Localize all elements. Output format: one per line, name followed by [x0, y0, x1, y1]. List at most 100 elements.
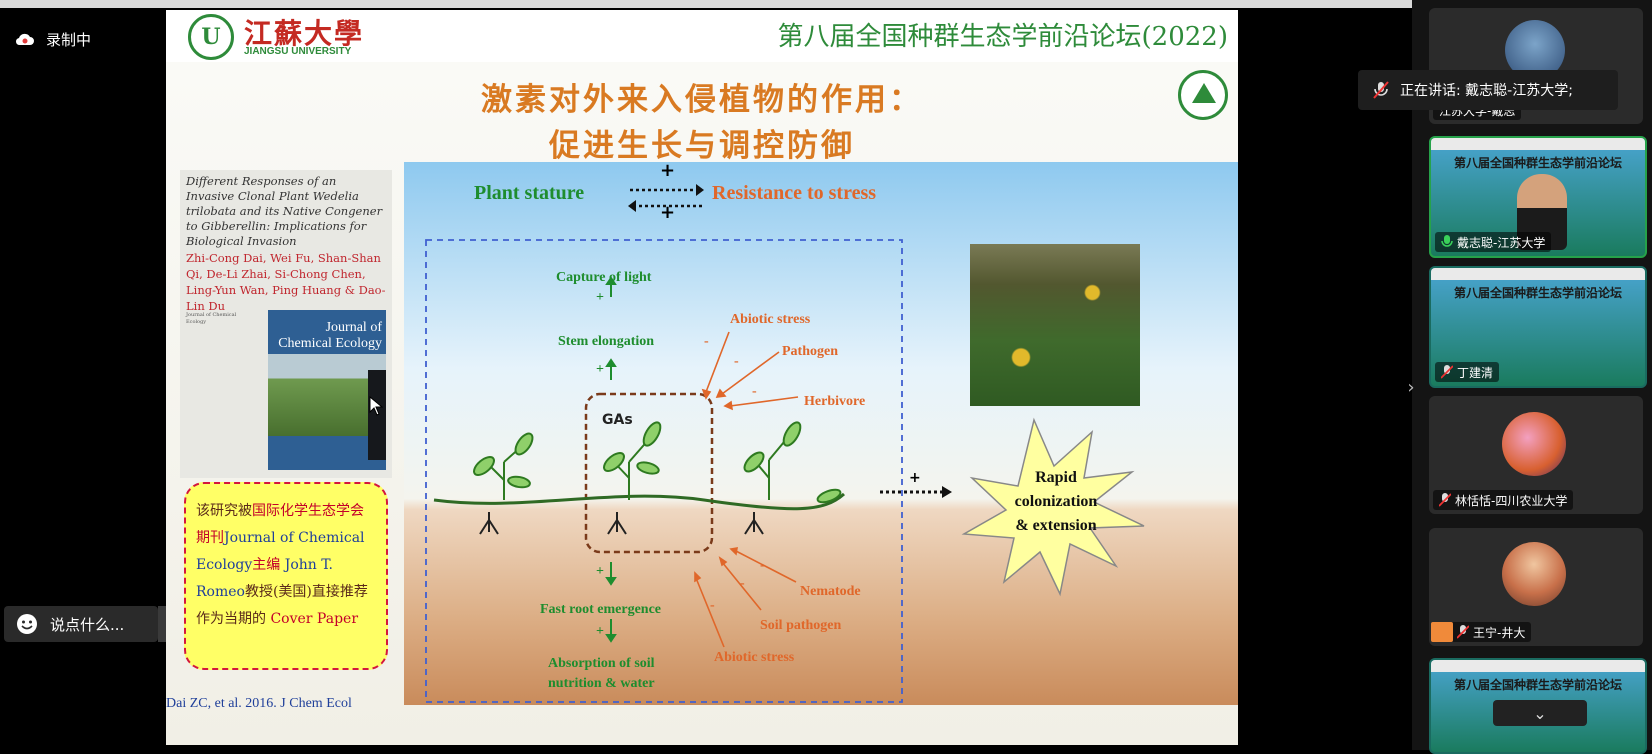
gibberellin-diagram: Plant stature Resistance to stress + + [404, 162, 1238, 705]
journal-cover: Journal of Chemical Ecology [268, 310, 386, 470]
minus-2: - [734, 354, 739, 369]
plus-top: + [660, 162, 676, 181]
tile-title: 第八届全国种群生态学前沿论坛 [1453, 286, 1622, 300]
name-bar: 丁建清 [1435, 362, 1500, 382]
participant-name: 王宁-井大 [1473, 625, 1526, 640]
recording-indicator[interactable]: 录制中 [14, 28, 91, 50]
tile-title: 第八届全国种群生态学前沿论坛 [1453, 156, 1622, 170]
minus-1: - [704, 334, 709, 349]
slide-headline-1: 激素对外来入侵植物的作用： [481, 82, 923, 118]
minus-4: - [760, 558, 765, 573]
plus-colonization: + [909, 470, 921, 486]
field-photo [970, 244, 1140, 406]
note-text-4: 主编 [252, 557, 281, 573]
rapid-line-3: & extension [1015, 517, 1097, 534]
forum-title: 第八届全国种群生态学前沿论坛(2022) [777, 22, 1228, 52]
plus-absorption: + [596, 624, 604, 639]
tile-header [1431, 138, 1645, 150]
plus-light: + [596, 290, 604, 305]
plus-root: + [596, 564, 604, 579]
paper-authors: Zhi-Cong Dai, Wei Fu, Shan-Shan Qi, De-L… [186, 251, 386, 313]
cloud-record-icon [15, 33, 34, 46]
speaking-label: 正在讲话: 戴志聪-江苏大学; [1400, 83, 1573, 99]
name-bar: 戴志聪-江苏大学 [1435, 232, 1552, 252]
minus-3: - [752, 384, 757, 399]
paper-title: Different Responses of an Invasive Clona… [186, 174, 383, 248]
avatar [1502, 542, 1566, 606]
tile-header [1431, 268, 1645, 280]
chevron-down-icon: ⌄ [1533, 703, 1547, 723]
university-name-en: JIANGSU UNIVERSITY [244, 46, 352, 57]
panel-toggle-button[interactable]: › [1403, 372, 1419, 402]
note-text-7: Cover Paper [270, 611, 359, 627]
slide-header: U 江蘇大學 JIANGSU UNIVERSITY 第八届全国种群生态学前沿论坛… [166, 10, 1238, 62]
nematode-label: Nematode [800, 584, 861, 599]
abiotic-stress-label-2: Abiotic stress [714, 650, 795, 665]
absorption-label-1: Absorption of soil [548, 656, 655, 671]
participant-name: 丁建清 [1457, 365, 1494, 380]
recording-label: 录制中 [46, 30, 92, 49]
plus-stem: + [596, 362, 604, 377]
resistance-label: Resistance to stress [712, 182, 877, 204]
forum-badge-icon [1178, 70, 1228, 120]
rapid-colonization-label: Rapid colonization & extension [966, 466, 1146, 538]
plant-stature-label: Plant stature [474, 182, 585, 204]
mic-muted-icon [1441, 365, 1453, 379]
participant-tile-4[interactable]: 王宁-井大 [1429, 528, 1643, 646]
mic-active-icon [1441, 235, 1453, 247]
participant-tile-3[interactable]: 林恬恬-四川农业大学 [1429, 396, 1643, 514]
mic-muted-icon [1373, 81, 1389, 99]
gas-label: GAs [602, 412, 633, 428]
plus-bottom: + [660, 202, 676, 223]
paper-thumbnail: Different Responses of an Invasive Clona… [180, 170, 392, 478]
note-text-1: 该研究被 [196, 503, 252, 519]
participant-tile-1[interactable]: 第八届全国种群生态学前沿论坛 戴志聪-江苏大学 [1429, 136, 1647, 258]
scroll-down-button[interactable]: ⌄ [1493, 700, 1587, 726]
chat-input[interactable]: 说点什么... [4, 606, 158, 642]
shared-slide: U 江蘇大學 JIANGSU UNIVERSITY 第八届全国种群生态学前沿论坛… [166, 10, 1238, 745]
soil-pathogen-label: Soil pathogen [760, 618, 842, 633]
double-arrow-icon [628, 184, 704, 212]
stem-elongation-label: Stem elongation [558, 334, 655, 349]
mic-muted-icon [1457, 625, 1469, 639]
participant-name: 林恬恬-四川农业大学 [1455, 493, 1568, 508]
mic-muted-icon [1439, 493, 1451, 507]
slide-headline-2: 促进生长与调控防御 [549, 128, 855, 164]
minus-5: - [740, 576, 745, 591]
note-text-6: 教授(美国)直接推荐作为当期的 [196, 584, 368, 627]
abiotic-stress-label: Abiotic stress [730, 312, 811, 327]
speaking-indicator: 正在讲话: 戴志聪-江苏大学; [1358, 70, 1618, 110]
pathogen-label: Pathogen [782, 344, 838, 359]
fast-root-label: Fast root emergence [540, 602, 662, 617]
note-text-2: 国际化学生态学会期刊 [196, 503, 364, 546]
minus-6: - [710, 598, 715, 613]
chevron-right-icon: › [1407, 376, 1415, 398]
logo-letter: U [201, 24, 221, 50]
recommendation-note: 该研究被国际化学生态学会期刊Journal of Chemical Ecolog… [184, 482, 388, 670]
herbivore-label: Herbivore [804, 394, 866, 409]
emoji-icon[interactable] [16, 613, 38, 635]
mouse-cursor-icon [369, 396, 383, 416]
participant-name: 戴志聪-江苏大学 [1457, 235, 1546, 250]
participant-tile-5[interactable]: 第八届全国种群生态学前沿论坛 [1429, 658, 1647, 754]
name-bar: 王宁-井大 [1431, 622, 1532, 642]
avatar [1502, 412, 1566, 476]
tile-title: 第八届全国种群生态学前沿论坛 [1453, 678, 1622, 692]
journal-photo [268, 354, 386, 436]
university-logo: U [188, 14, 234, 60]
capture-light-label: Capture of light [556, 270, 652, 285]
note-text-3: Journal of Chemical Ecology [196, 530, 365, 573]
name-bar: 林恬恬-四川农业大学 [1433, 490, 1574, 510]
rapid-line-1: Rapid [1035, 469, 1077, 486]
chat-placeholder: 说点什么... [50, 615, 125, 634]
university-name-cn: 江蘇大學 [244, 17, 365, 50]
participant-tile-2[interactable]: 第八届全国种群生态学前沿论坛 丁建清 [1429, 266, 1647, 388]
user-icon [1431, 622, 1453, 642]
journal-name: Journal of Chemical Ecology [278, 320, 382, 351]
citation: Dai ZC, et al. 2016. J Chem Ecol [166, 696, 352, 711]
absorption-label-2: nutrition & water [548, 676, 655, 691]
top-strip [0, 0, 1652, 8]
diagram-graphics [425, 239, 1145, 703]
journal-small-text: Journal of Chemical Ecology [186, 312, 237, 325]
rapid-line-2: colonization [1014, 493, 1098, 510]
